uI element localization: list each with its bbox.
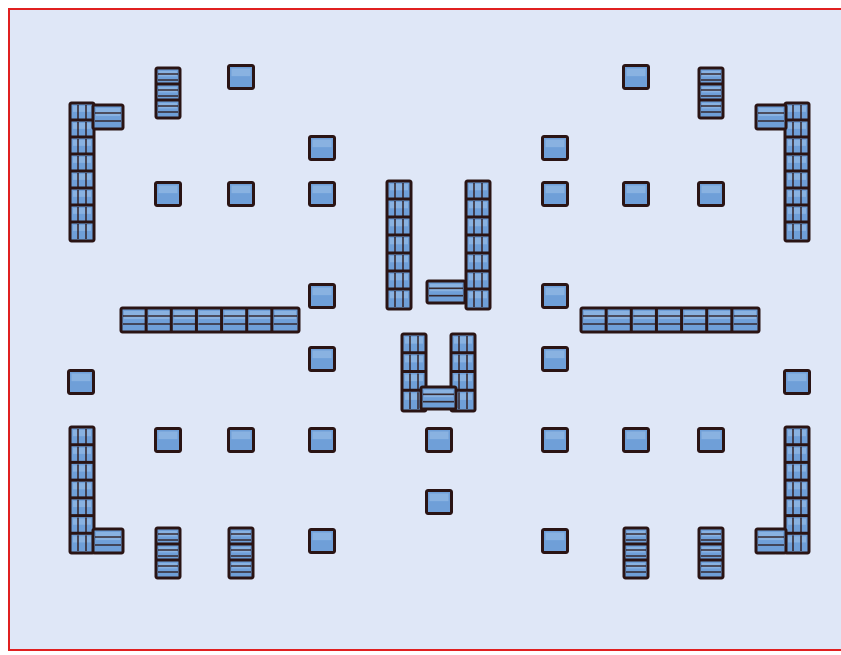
block-tile	[785, 371, 810, 394]
center-left-pillar	[387, 289, 411, 309]
block-tile	[543, 183, 568, 206]
left-horizontal-bar	[146, 308, 173, 332]
right-horizontal-bar	[707, 308, 734, 332]
left-horizontal-bar	[196, 308, 223, 332]
block-tile	[310, 348, 335, 371]
game-board	[8, 8, 841, 651]
block-tile	[543, 530, 568, 553]
left-horizontal-bar	[171, 308, 198, 332]
block-tile	[624, 66, 649, 89]
stack-tile-bottom-right	[229, 560, 253, 578]
corner-brace-bottom-right	[756, 529, 786, 553]
center-u-block	[421, 387, 456, 409]
stack-tile-top-right	[699, 100, 723, 118]
right-horizontal-bar	[606, 308, 633, 332]
block-tile	[310, 530, 335, 553]
block-tile	[543, 137, 568, 160]
corner-brace-bottom-left	[70, 533, 94, 553]
block-tile	[624, 183, 649, 206]
stack-tile-top-left	[156, 100, 180, 118]
block-tile	[543, 348, 568, 371]
left-horizontal-bar	[222, 308, 249, 332]
corner-brace-top-left	[70, 222, 94, 241]
board-canvas	[10, 10, 841, 653]
block-tile	[427, 429, 452, 452]
corner-brace-bottom-left	[93, 529, 123, 553]
center-right-pillar-foot	[427, 281, 465, 303]
block-tile	[310, 183, 335, 206]
right-horizontal-bar	[682, 308, 709, 332]
block-tile	[156, 183, 181, 206]
block-tile	[229, 66, 254, 89]
left-horizontal-bar	[247, 308, 274, 332]
block-tile	[699, 429, 724, 452]
left-horizontal-bar	[121, 308, 148, 332]
block-tile	[69, 371, 94, 394]
stack-tile-bottom-left	[156, 560, 180, 578]
block-tile	[229, 183, 254, 206]
block-tile	[427, 491, 452, 514]
block-tile	[310, 285, 335, 308]
right-horizontal-bar	[581, 308, 608, 332]
corner-brace-top-right	[785, 222, 809, 241]
stack-tile-bottom-right-3	[699, 560, 723, 578]
block-tile	[156, 429, 181, 452]
block-tile	[543, 429, 568, 452]
block-tile	[543, 285, 568, 308]
block-tile	[229, 429, 254, 452]
corner-brace-bottom-right	[785, 533, 809, 553]
block-tile	[310, 137, 335, 160]
left-horizontal-bar	[272, 308, 299, 332]
right-horizontal-bar	[631, 308, 658, 332]
corner-brace-top-right	[756, 105, 786, 129]
stack-tile-bottom-right-2	[624, 560, 648, 578]
center-right-pillar	[466, 289, 490, 309]
right-horizontal-bar	[656, 308, 683, 332]
block-tile	[699, 183, 724, 206]
block-tile	[624, 429, 649, 452]
right-horizontal-bar	[732, 308, 759, 332]
corner-brace-top-left	[93, 105, 123, 129]
block-tile	[310, 429, 335, 452]
